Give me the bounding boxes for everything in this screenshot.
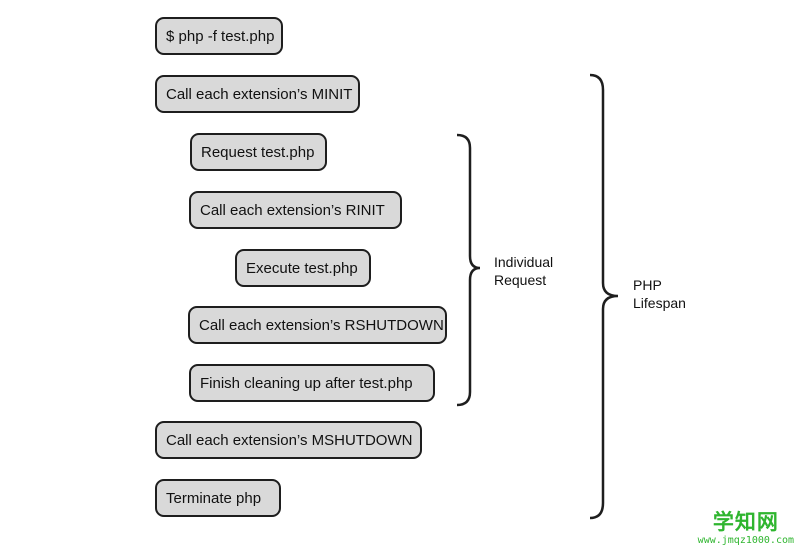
step-run-php: $ php -f test.php [155,17,283,55]
step-request: Request test.php [190,133,327,171]
php-lifespan-brace [589,73,619,520]
individual-request-brace [456,133,481,407]
individual-request-label: Individual Request [494,254,554,288]
step-finish-cleanup: Finish cleaning up after test.php [189,364,435,402]
step-terminate: Terminate php [155,479,281,517]
step-minit: Call each extension’s MINIT [155,75,360,113]
step-execute: Execute test.php [235,249,371,287]
step-mshutdown: Call each extension’s MSHUTDOWN [155,421,422,459]
site-watermark: 学知网 www.jmqz1000.com [697,511,794,546]
step-rshutdown: Call each extension’s RSHUTDOWN [188,306,447,344]
php-lifespan-label: PHP Lifespan [633,277,686,311]
step-rinit: Call each extension’s RINIT [189,191,402,229]
